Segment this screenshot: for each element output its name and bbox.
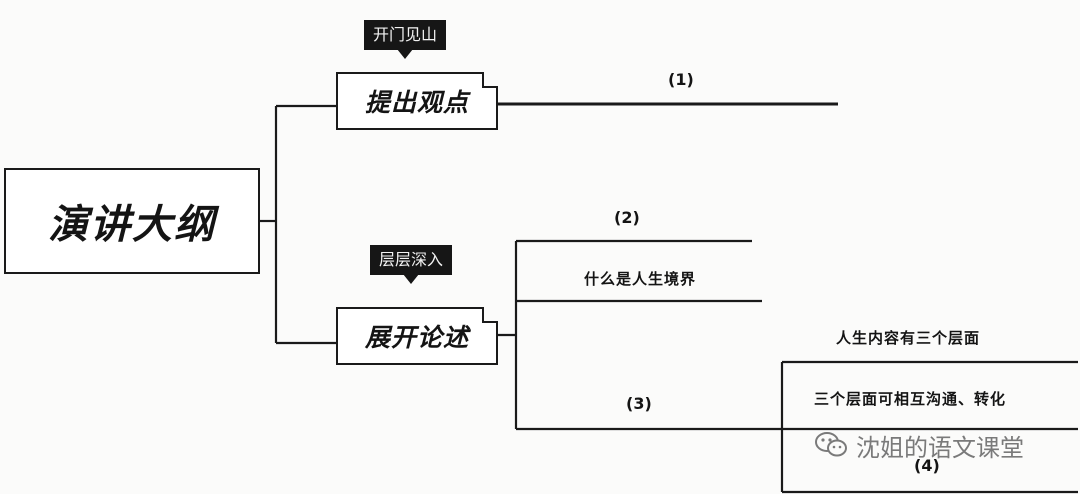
- root-node: 演讲大纲: [4, 168, 260, 274]
- blank-2: (2): [614, 208, 640, 227]
- node-zhankai: 展开论述: [336, 307, 498, 365]
- blank-1: (1): [668, 70, 694, 89]
- watermark: 沈姐的语文课堂: [814, 430, 1024, 462]
- tag-cengceng: 层层深入: [370, 245, 453, 284]
- wechat-icon: [815, 432, 847, 457]
- watermark-text: 沈姐的语文课堂: [856, 433, 1024, 462]
- root-label: 演讲大纲: [48, 202, 216, 248]
- node-tichu: 提出观点: [336, 72, 498, 130]
- leaf-jingjie: 什么是人生境界: [584, 270, 697, 288]
- blank-3: (3): [626, 394, 652, 413]
- blank-4: (4): [914, 456, 940, 475]
- tag-kaimen: 开门见山: [364, 20, 447, 59]
- leaf-goutong: 三个层面可相互沟通、转化: [814, 390, 1007, 408]
- node-tichu-label: 提出观点: [364, 88, 469, 117]
- leaf-sange: 人生内容有三个层面: [836, 329, 981, 347]
- node-zhankai-label: 展开论述: [364, 323, 469, 352]
